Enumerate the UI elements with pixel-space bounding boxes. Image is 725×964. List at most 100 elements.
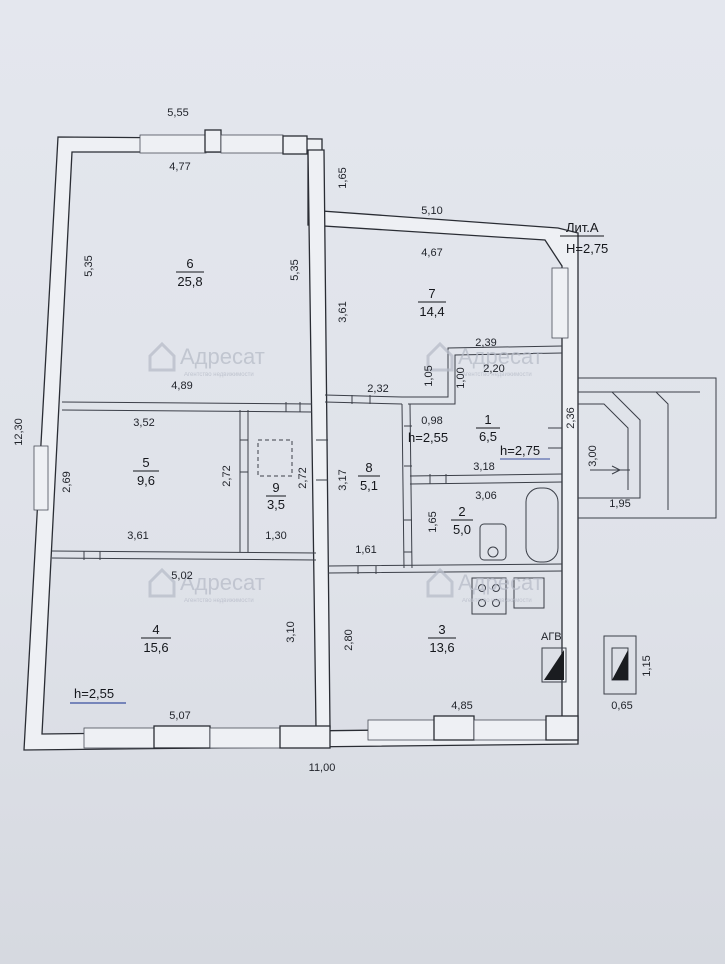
svg-text:1,95: 1,95: [609, 498, 630, 510]
stove: [471, 577, 507, 615]
dim-overall-left: 12,30: [13, 418, 25, 446]
svg-text:14,4: 14,4: [419, 304, 444, 319]
svg-text:1: 1: [484, 412, 491, 427]
watermark-sub: Агентство недвижимости: [462, 598, 532, 604]
svg-text:25,8: 25,8: [177, 274, 202, 289]
watermark-text: Адресат: [458, 570, 543, 595]
heater-box: [541, 647, 567, 683]
room-8: 8 5,1: [358, 460, 380, 493]
svg-text:15,6: 15,6: [143, 640, 168, 655]
watermark-sub: Агентство недвижимости: [184, 598, 254, 604]
svg-text:3,5: 3,5: [267, 497, 285, 512]
svg-text:1,00: 1,00: [455, 367, 467, 388]
window-top-cap: [282, 135, 308, 155]
wall-7-8: [324, 394, 403, 405]
svg-text:3,17: 3,17: [337, 469, 349, 490]
window-top-2: [220, 134, 284, 154]
svg-text:4,67: 4,67: [421, 247, 442, 259]
svg-text:3,52: 3,52: [133, 417, 154, 429]
fixtures: [83, 395, 637, 695]
wall-1-2: [409, 473, 563, 485]
svg-text:1,61: 1,61: [355, 544, 376, 556]
svg-text:9,6: 9,6: [137, 473, 155, 488]
svg-text:2,80: 2,80: [343, 629, 355, 650]
watermark-sub: Агентство недвижимости: [462, 372, 532, 378]
window-bottom-4: [473, 719, 547, 741]
window-bottom-cap-2: [545, 715, 579, 741]
svg-text:3,00: 3,00: [587, 445, 599, 466]
svg-text:1,30: 1,30: [265, 530, 286, 542]
svg-text:4,89: 4,89: [171, 380, 192, 392]
wall-6-5: [61, 401, 313, 413]
room-4: 4 15,6: [141, 622, 171, 655]
window-bottom-pier-2: [433, 715, 475, 741]
bathtub: [525, 487, 559, 563]
svg-text:3,10: 3,10: [285, 621, 297, 642]
svg-text:9: 9: [272, 480, 279, 495]
room-7: 7 14,4: [418, 286, 446, 319]
svg-text:1,15: 1,15: [641, 655, 653, 676]
svg-text:6: 6: [186, 256, 193, 271]
room-5: 5 9,6: [133, 455, 159, 488]
window-left: [33, 445, 49, 511]
svg-text:2,39: 2,39: [475, 337, 496, 349]
svg-text:8: 8: [365, 460, 372, 475]
room-labels: 6 25,8 7 14,4 1 6,5 5 9,6 9 3,5 8 5,1: [133, 256, 500, 655]
room-3: 3 13,6: [428, 622, 456, 655]
svg-text:0,98: 0,98: [421, 415, 442, 427]
svg-text:5,07: 5,07: [169, 710, 190, 722]
height-label-8: h=2,55: [408, 430, 448, 445]
room-6: 6 25,8: [176, 256, 204, 289]
svg-text:5,10: 5,10: [421, 205, 442, 217]
svg-text:1,65: 1,65: [427, 511, 439, 532]
toilet: [479, 523, 507, 561]
svg-text:3,18: 3,18: [473, 461, 494, 473]
svg-text:2,69: 2,69: [61, 471, 73, 492]
room-9: 9 3,5: [266, 480, 286, 512]
svg-text:5: 5: [142, 455, 149, 470]
svg-text:5,02: 5,02: [171, 570, 192, 582]
window-bottom-3: [367, 719, 435, 741]
sink: [513, 577, 545, 609]
svg-text:3,61: 3,61: [337, 301, 349, 322]
height-label-4: h=2,55: [74, 686, 114, 701]
svg-text:3,06: 3,06: [475, 490, 496, 502]
svg-text:1,05: 1,05: [423, 365, 435, 386]
watermark-text: Адресат: [180, 570, 265, 595]
window-bottom-pier: [153, 725, 211, 749]
window-bottom-1: [83, 727, 155, 749]
wall-7-1: [402, 345, 563, 405]
svg-text:4,77: 4,77: [169, 161, 190, 173]
svg-text:2: 2: [458, 504, 465, 519]
svg-text:13,6: 13,6: [429, 640, 454, 655]
svg-text:0,65: 0,65: [611, 700, 632, 712]
wall-8-2: [401, 403, 413, 569]
svg-text:5,1: 5,1: [360, 478, 378, 493]
svg-text:5,35: 5,35: [289, 259, 301, 280]
svg-text:5,0: 5,0: [453, 522, 471, 537]
svg-text:2,20: 2,20: [483, 363, 504, 375]
height-labels: Лит.А Н=2,75 h=2,55 h=2,75 h=2,55 АГВ: [70, 220, 608, 704]
wall-8-3: [327, 563, 563, 574]
watermark-text: Адресат: [180, 344, 265, 369]
room-1: 1 6,5: [476, 412, 500, 444]
svg-text:2,36: 2,36: [565, 407, 577, 428]
svg-text:7: 7: [428, 286, 435, 301]
svg-text:5,35: 5,35: [83, 255, 95, 276]
dim-overall-bottom: 11,00: [309, 762, 336, 774]
svg-text:1,65: 1,65: [337, 167, 349, 188]
window-bottom-cap: [279, 725, 331, 749]
dimension-labels: 5,55 11,00 12,30 4,77 1,65 5,10 5,35 5,3…: [13, 107, 653, 774]
svg-text:2,72: 2,72: [221, 465, 233, 486]
interior-wall-vertical: [307, 149, 331, 729]
window-top-1: [139, 134, 207, 154]
window-top-pier: [204, 129, 222, 153]
agv-label: АГВ: [541, 631, 562, 643]
walls: [23, 129, 579, 751]
svg-text:2,32: 2,32: [367, 383, 388, 395]
watermarks: Адресат Агентство недвижимости Адресат А…: [148, 341, 543, 604]
svg-text:4: 4: [152, 622, 159, 637]
porch: [578, 377, 717, 519]
